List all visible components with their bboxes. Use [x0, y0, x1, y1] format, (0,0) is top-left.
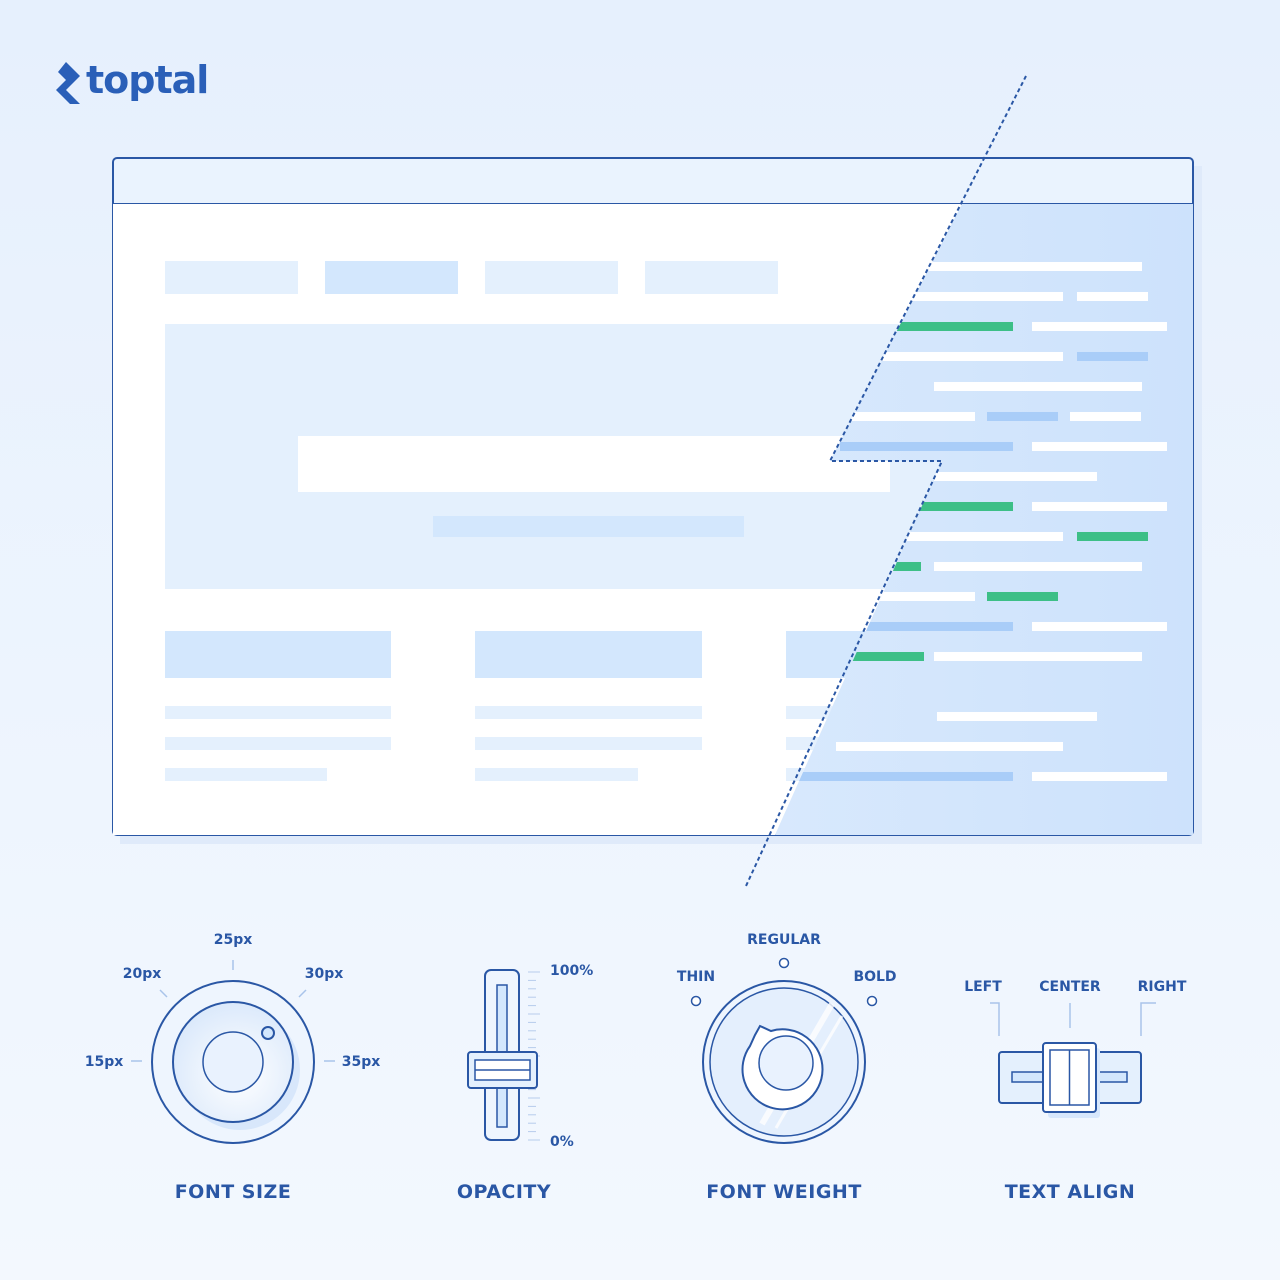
content-column-2 [475, 631, 702, 781]
opacity-caption: OPACITY [457, 1181, 551, 1203]
font-size-control: 25px 20px 30px 15px 35px FONT SIZE [85, 932, 381, 1203]
split-dashed-line [745, 75, 1027, 887]
column-line [475, 768, 638, 781]
font-weight-dial[interactable] [702, 980, 866, 1144]
code-line-segment [934, 562, 1142, 571]
code-line-segment [1077, 532, 1148, 541]
font-weight-marker-regular [778, 957, 790, 969]
knob-indicator [261, 1026, 275, 1040]
code-line-segment [840, 262, 1142, 271]
code-line-segment [1070, 412, 1141, 421]
text-align-option-left: LEFT [964, 979, 1002, 995]
code-line-segment [1032, 502, 1167, 511]
code-line-segment [1032, 772, 1167, 781]
text-align-option-center: CENTER [1039, 979, 1101, 995]
font-size-tick-30: 30px [305, 966, 344, 982]
font-weight-option-bold: BOLD [853, 969, 896, 985]
nav-block-2 [325, 261, 458, 294]
nav-block-3 [485, 261, 618, 294]
code-line-segment [937, 712, 1097, 721]
font-size-tick-20: 20px [123, 966, 162, 982]
opacity-max-label: 100% [550, 963, 593, 979]
text-align-leader-lines [990, 1002, 1156, 1036]
opacity-min-label: 0% [550, 1134, 574, 1150]
code-line-segment [1032, 322, 1167, 331]
code-line-segment [1077, 352, 1148, 361]
code-line-segment [1032, 622, 1167, 631]
font-weight-marker-bold [866, 995, 878, 1007]
nav-block-4 [645, 261, 778, 294]
font-weight-option-regular: REGULAR [747, 932, 821, 948]
rendered-page [113, 204, 962, 835]
font-weight-marker-thin [690, 995, 702, 1007]
code-line-segment [934, 382, 1142, 391]
code-line-segment [987, 592, 1058, 601]
toptal-logo[interactable]: toptal [56, 58, 209, 104]
content-column-1 [165, 631, 391, 781]
column-line [165, 768, 327, 781]
code-line-segment [840, 352, 1063, 361]
font-weight-control: REGULAR THIN BOLD FONT WEIGHT [677, 932, 897, 1203]
column-heading-block [165, 631, 391, 678]
text-align-switch-thumb[interactable] [1042, 1042, 1100, 1118]
text-align-control: LEFT CENTER RIGHT TEXT ALIGN [964, 979, 1187, 1203]
font-weight-option-thin: THIN [677, 969, 715, 985]
code-line-segment [840, 592, 975, 601]
browser-window [112, 75, 1202, 887]
code-line-segment [1077, 292, 1148, 301]
font-size-tick-35: 35px [342, 1054, 381, 1070]
column-line [165, 737, 391, 750]
code-line-segment [840, 442, 1013, 451]
toptal-logo-text: toptal [86, 58, 208, 102]
code-line-segment [840, 532, 1063, 541]
hero-input-bar [298, 436, 890, 492]
code-line-segment [840, 622, 1013, 631]
code-line-segment [790, 772, 1013, 781]
nav-block-1 [165, 261, 298, 294]
font-size-caption: FONT SIZE [175, 1181, 292, 1203]
code-line-segment [840, 322, 1013, 331]
font-size-tick-15: 15px [85, 1054, 124, 1070]
opacity-control: 100% 0% OPACITY [457, 963, 593, 1203]
text-align-option-right: RIGHT [1138, 979, 1187, 995]
code-line-segment [840, 502, 1013, 511]
font-size-tick-25: 25px [214, 932, 253, 948]
hero-subtitle-bar [433, 516, 744, 537]
code-line-segment [840, 652, 924, 661]
column-line [475, 737, 702, 750]
column-heading-block [475, 631, 702, 678]
code-line-segment [934, 472, 1097, 481]
font-weight-caption: FONT WEIGHT [706, 1181, 862, 1203]
code-line-segment [934, 652, 1142, 661]
text-align-caption: TEXT ALIGN [1005, 1181, 1136, 1203]
code-lines [790, 262, 1167, 781]
opacity-slider-handle[interactable] [467, 1051, 538, 1089]
font-size-tick-marks [131, 960, 335, 1062]
column-line [165, 706, 391, 719]
code-line-segment [840, 412, 975, 421]
code-line-segment [840, 292, 1063, 301]
code-line-segment [1032, 442, 1167, 451]
toptal-logo-icon [56, 62, 80, 104]
code-line-segment [836, 742, 1063, 751]
font-size-knob[interactable] [151, 980, 315, 1144]
code-line-segment [987, 412, 1058, 421]
column-line [475, 706, 702, 719]
